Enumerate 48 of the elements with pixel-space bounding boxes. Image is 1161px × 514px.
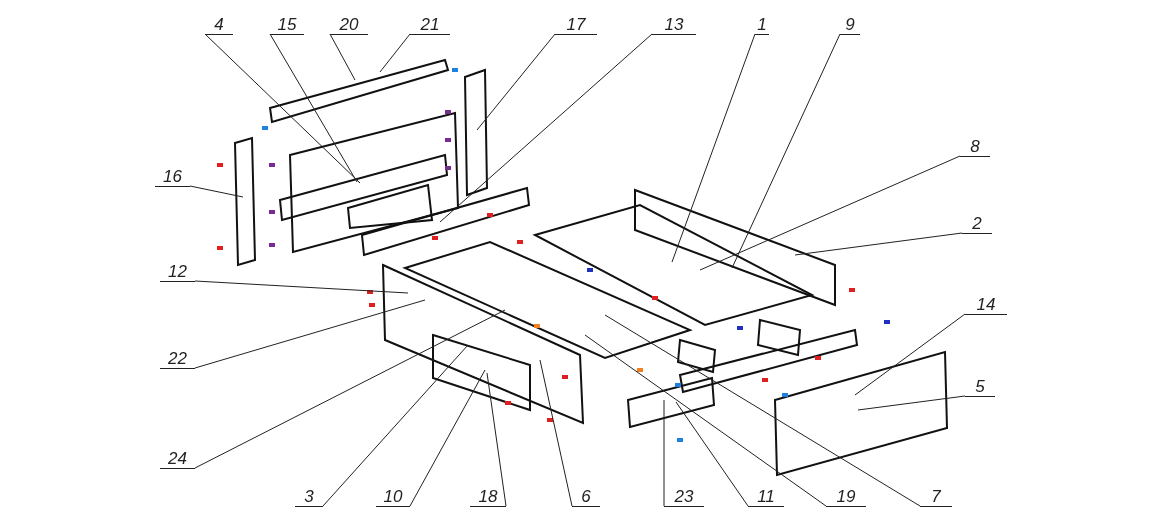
leader-line (663, 399, 665, 507)
leader-line (794, 232, 963, 256)
leader-line (731, 33, 841, 269)
leader-line (439, 33, 653, 223)
leader-line (699, 155, 961, 271)
leader-line (539, 359, 573, 507)
leader-line (857, 395, 966, 411)
callout-number: 7 (920, 488, 952, 507)
leader-line (204, 33, 361, 184)
callout-number: 21 (410, 16, 450, 35)
leader-line (379, 33, 411, 73)
callout-number: 23 (664, 488, 704, 507)
callout-number: 13 (652, 16, 696, 35)
callout-number: 17 (555, 16, 597, 35)
leader-line (269, 33, 358, 183)
callout-number: 10 (376, 488, 410, 507)
leader-line (854, 313, 966, 396)
callout-number: 19 (826, 488, 866, 507)
callout-number: 16 (155, 168, 190, 187)
leader-line (194, 299, 426, 369)
callout-number: 14 (965, 296, 1007, 315)
callout-number: 3 (295, 488, 323, 507)
leader-line (322, 344, 469, 507)
callout-number: 22 (160, 350, 195, 369)
leader-line (486, 372, 507, 507)
callout-number: 6 (572, 488, 600, 507)
leader-line (189, 185, 244, 198)
leader-line (409, 369, 486, 507)
callout-number: 11 (748, 488, 784, 507)
leader-line (675, 401, 749, 507)
leader-line (194, 309, 506, 469)
callout-number: 2 (962, 215, 992, 234)
callout-number: 5 (965, 378, 995, 397)
callout-number: 12 (160, 263, 195, 282)
leader-line (194, 280, 409, 294)
callout-number: 15 (270, 16, 304, 35)
callout-number: 18 (470, 488, 506, 507)
leader-line (329, 33, 356, 81)
callout-number: 24 (160, 450, 195, 469)
callout-number: 9 (840, 16, 860, 35)
callout-number: 8 (960, 138, 990, 157)
leader-line (671, 33, 756, 263)
leader-line (476, 33, 556, 131)
leader-line (584, 334, 827, 507)
leader-line (604, 314, 921, 507)
callout-number: 20 (330, 16, 368, 35)
callout-number: 1 (755, 16, 769, 35)
callout-number: 4 (205, 16, 233, 35)
